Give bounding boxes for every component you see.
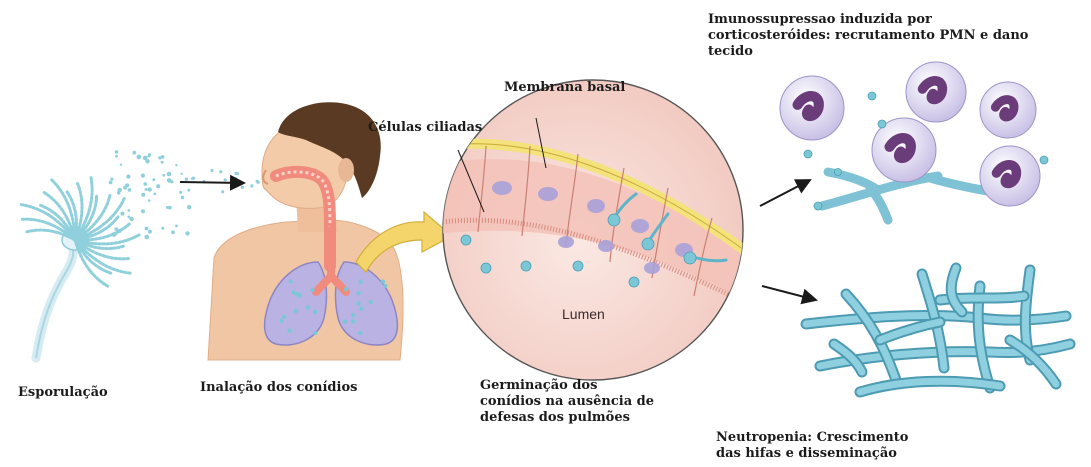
inhalation-arrow — [180, 182, 244, 183]
lumen-label: Lumen — [562, 306, 605, 322]
immunosuppression-line-2: corticosteróides: recrutamento PMN e dan… — [708, 28, 1028, 44]
hyphae-network-illustration — [806, 268, 1070, 392]
immunosuppression-line-1: Imunossupressao induzida por — [708, 12, 1028, 28]
neutropenia-line-1: Neutropenia: Crescimento — [716, 430, 908, 446]
human-respiratory-illustration — [191, 102, 403, 360]
ciliated-cells-label: Células ciliadas — [368, 120, 482, 136]
inhalation-label: Inalação dos conídios — [200, 380, 357, 396]
sporulation-label: Esporulação — [18, 385, 108, 401]
conidiophore-illustration — [19, 150, 191, 358]
neutrophils-illustration — [780, 62, 1048, 220]
germination-label: Germinação dos conídios na ausência de d… — [480, 378, 654, 426]
germination-line-2: conídios na ausência de — [480, 394, 654, 410]
arrow-to-immunosuppression — [760, 180, 810, 206]
germination-line-1: Germinação dos — [480, 378, 654, 394]
neutropenia-line-2: das hifas e disseminação — [716, 446, 908, 462]
neutropenia-label: Neutropenia: Crescimento das hifas e dis… — [716, 430, 908, 462]
arrow-to-neutropenia — [762, 286, 816, 300]
germination-line-3: defesas dos pulmões — [480, 410, 654, 426]
immunosuppression-label: Imunossupressao induzida por corticoster… — [708, 12, 1028, 60]
immunosuppression-line-3: tecido — [708, 44, 1028, 60]
basal-membrane-label: Membrana basal — [504, 80, 625, 96]
